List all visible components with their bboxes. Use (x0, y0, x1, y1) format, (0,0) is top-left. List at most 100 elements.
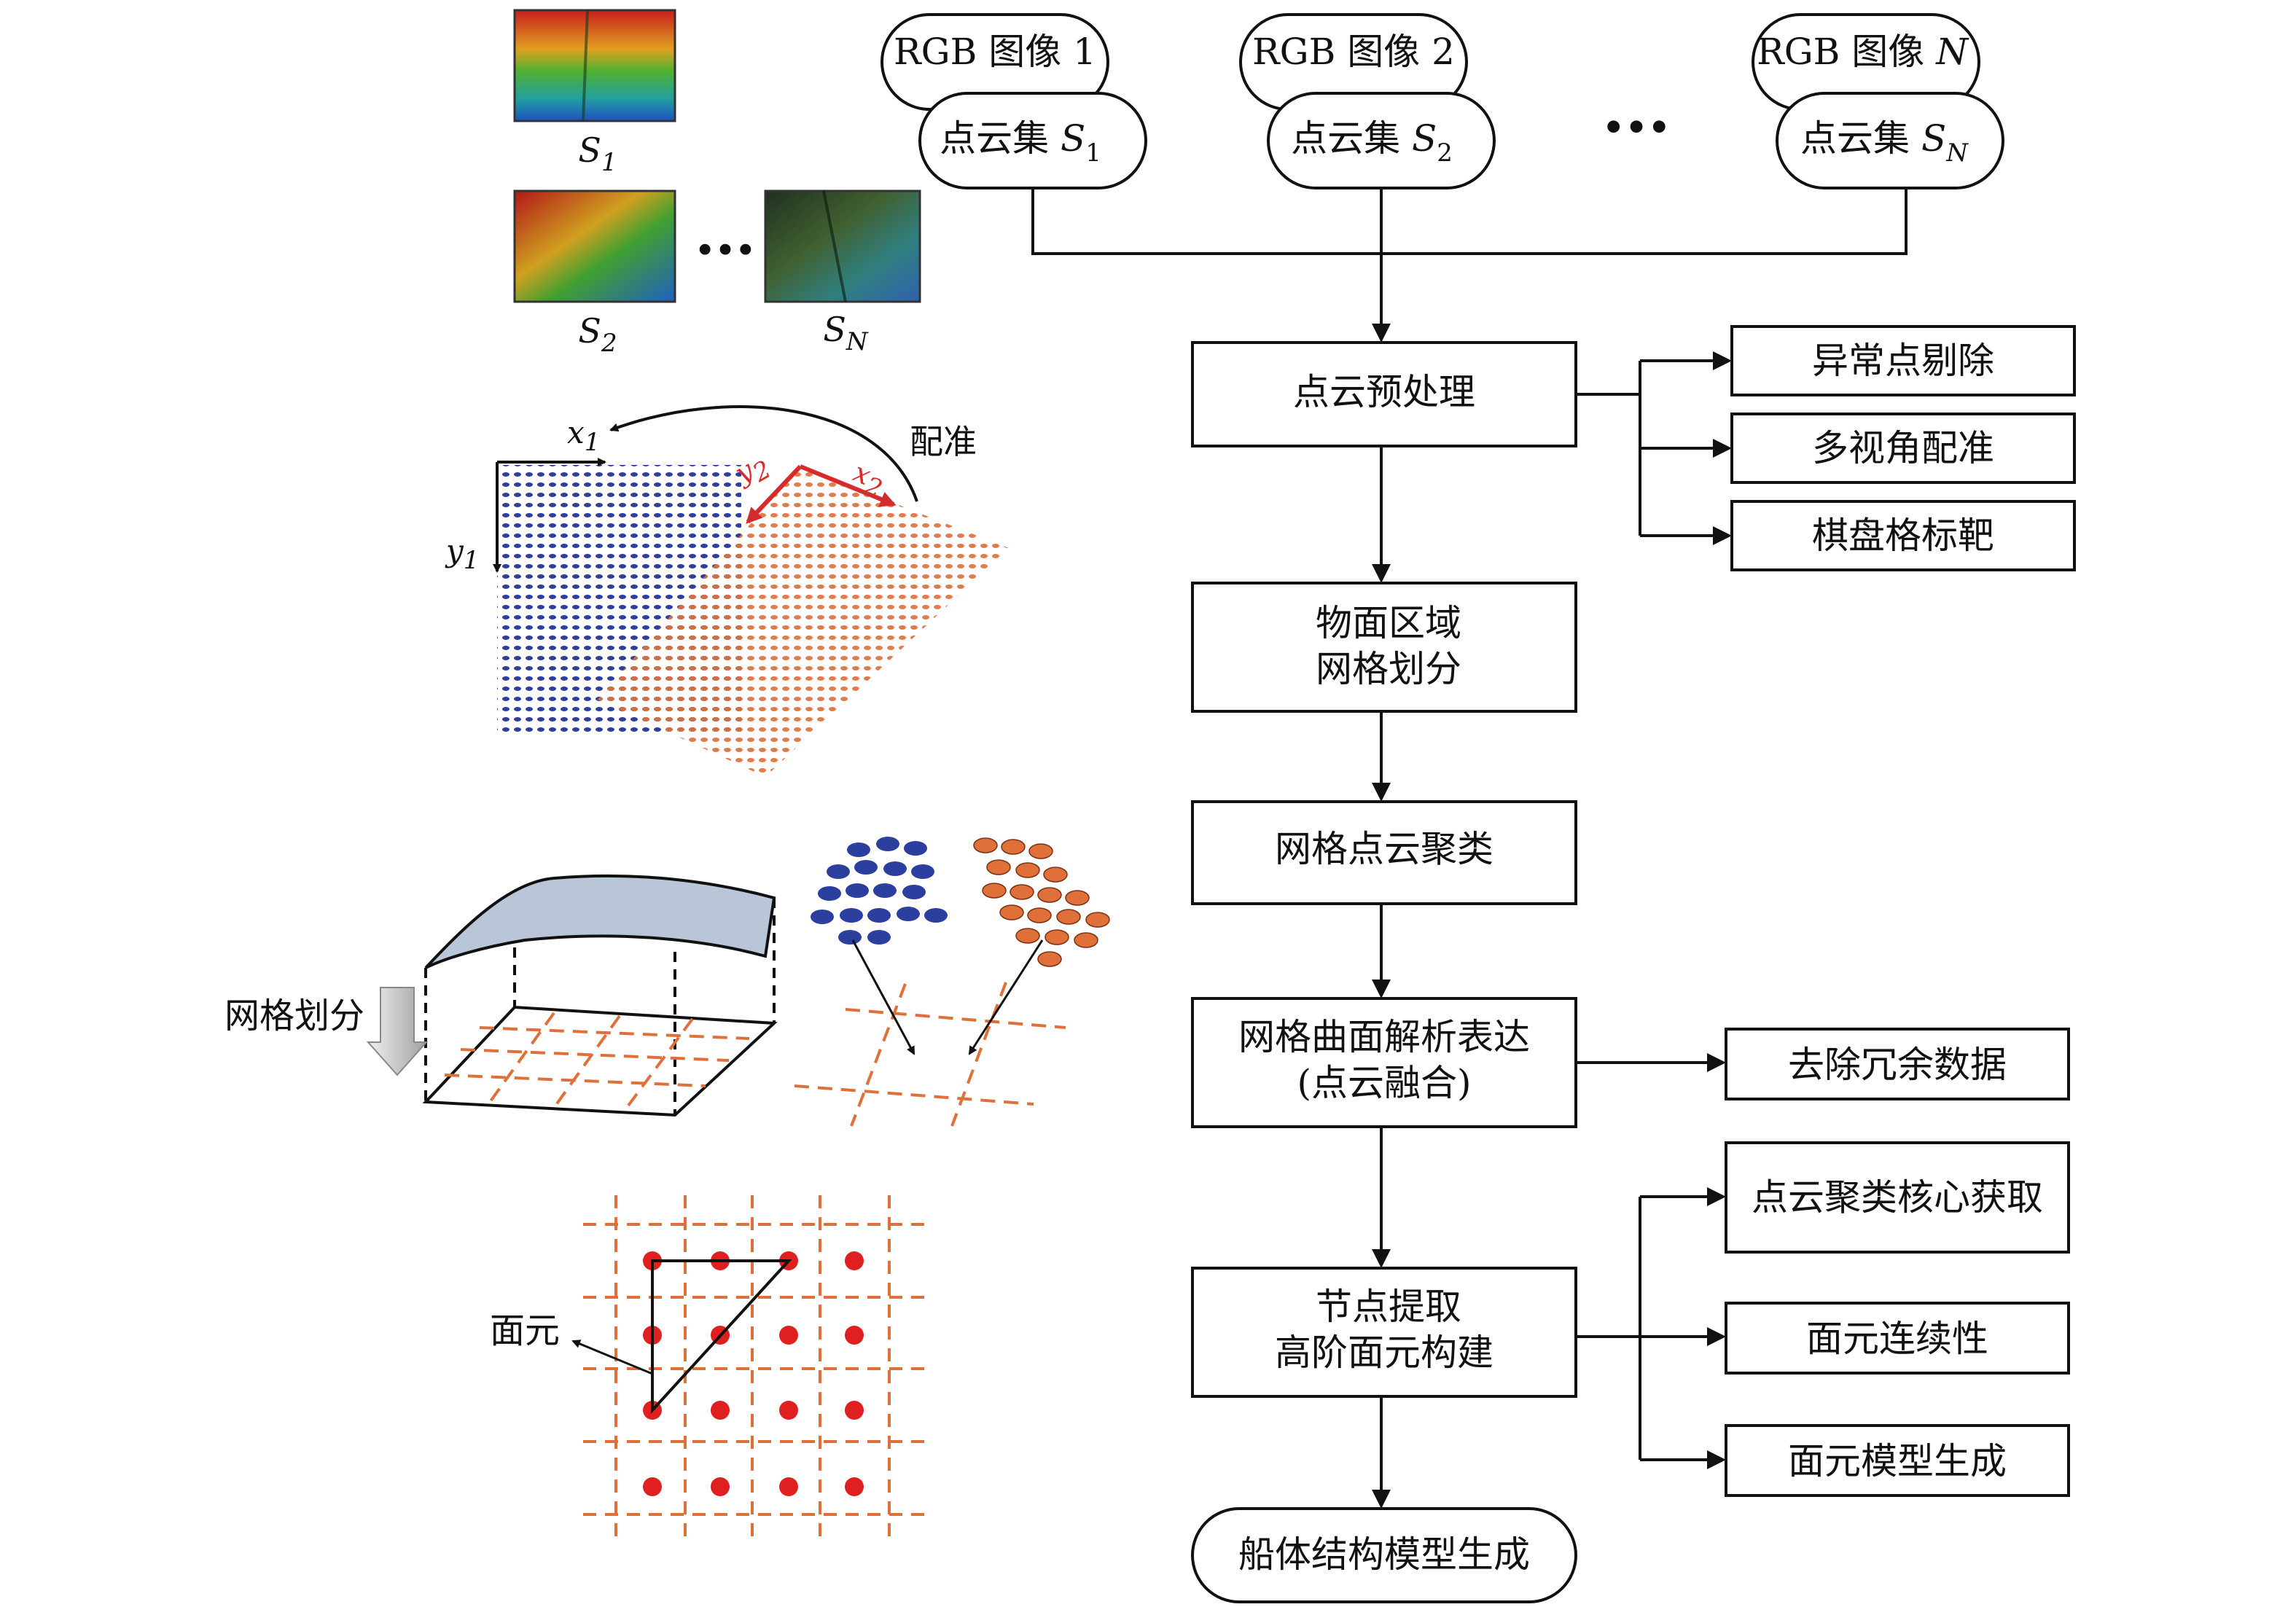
orange-point (1010, 884, 1034, 900)
mesh-division-label: 网格划分 (224, 996, 364, 1036)
rgb-image-1-label: RGB 图像 1 (894, 31, 1096, 73)
merge-connectors (1031, 188, 1908, 343)
clustering-illustration (794, 837, 1110, 1127)
label-s2: S2 (578, 311, 617, 358)
orange-point (1085, 912, 1110, 928)
step-node-element-line2: 高阶面元构建 (1275, 1332, 1493, 1374)
blue-cluster (811, 837, 948, 945)
step-mesh-division-line2: 网格划分 (1316, 648, 1461, 690)
blue-point (883, 861, 907, 876)
surface-element-triangle (651, 1259, 792, 1415)
orange-point (1015, 928, 1040, 944)
point-cloud-set-1-label: 点云集 S1 (940, 117, 1101, 168)
grid-node (845, 1251, 864, 1270)
blue-point (840, 908, 863, 923)
orange-point (1043, 867, 1068, 883)
surface-element-label: 面元 (490, 1310, 560, 1351)
cluster-core-label: 点云聚类核心获取 (1752, 1176, 2043, 1219)
grid-node (711, 1477, 730, 1496)
step-grid-clustering-box (1191, 800, 1577, 905)
blue-point (867, 930, 891, 945)
orange-point (1037, 951, 1062, 967)
step-grid-clustering-label: 网格点云聚类 (1275, 828, 1493, 870)
orange-point (1028, 843, 1053, 859)
point-cloud-s1-image (513, 9, 676, 122)
grid-node (779, 1401, 798, 1420)
orange-point (1056, 909, 1081, 925)
curved-surface (424, 874, 776, 969)
outlier-removal-box (1730, 325, 2076, 396)
blue-point (847, 842, 870, 857)
blue-point (811, 910, 834, 924)
thumbnails-ellipsis: ··· (695, 215, 756, 284)
registration-label: 配准 (910, 422, 977, 461)
blue-point (873, 883, 897, 898)
orange-point (1074, 932, 1098, 948)
blue-point (902, 885, 926, 899)
orange-point (1027, 907, 1052, 923)
blue-point (846, 883, 869, 898)
point-cloud-s2-image (513, 189, 676, 303)
element-continuity-box (1725, 1302, 2070, 1375)
grid-node (711, 1401, 730, 1420)
input-image-2: RGB 图像 2 点云集 S2 (1239, 13, 1496, 189)
rgb-image-n-label: RGB 图像 N (1757, 31, 1969, 73)
orange-point (1065, 890, 1090, 906)
mesh-down-arrow-icon (366, 987, 429, 1076)
orange-point (982, 883, 1007, 899)
axis-y1-label: y1 (445, 533, 479, 575)
element-continuity-label: 面元连续性 (1806, 1318, 1988, 1360)
orange-point (986, 859, 1011, 875)
orange-point-grid (598, 466, 1009, 777)
element-grid-illustration: 面元 (490, 1195, 929, 1538)
input-image-1: RGB 图像 1 点云集 S1 (880, 13, 1147, 189)
inputs-ellipsis: ··· (1602, 88, 1671, 165)
final-hull-model-label: 船体结构模型生成 (1238, 1533, 1530, 1576)
grid-node (779, 1477, 798, 1496)
blue-point (897, 907, 920, 921)
orange-point (973, 837, 998, 853)
point-cloud-set-n-label: 点云集 SN (1800, 117, 1969, 168)
input-image-n: RGB 图像 N 点云集 SN (1752, 13, 2004, 189)
orange-point (1044, 929, 1069, 945)
outlier-removal-label: 异常点剔除 (1812, 340, 1994, 382)
step-node-element-box (1191, 1267, 1577, 1398)
step-mesh-division-line1: 物面区域 (1316, 602, 1461, 644)
mesh-division-illustration: 网格划分 (224, 874, 778, 1117)
step-preprocess-box (1191, 341, 1577, 447)
blue-point (904, 841, 927, 856)
step-preprocess-label: 点云预处理 (1293, 371, 1475, 413)
orange-point (1037, 887, 1062, 903)
step-mesh-division-box (1191, 582, 1577, 713)
point-cloud-set-2-label: 点云集 S2 (1291, 117, 1453, 168)
element-model-box (1725, 1424, 2070, 1497)
orange-point (1001, 839, 1026, 855)
element-model-label: 面元模型生成 (1788, 1440, 2007, 1482)
grid-node (643, 1477, 662, 1496)
blue-point (876, 837, 899, 851)
rgb-image-2-label: RGB 图像 2 (1252, 31, 1455, 73)
orange-point (1015, 862, 1040, 878)
grid-node (845, 1477, 864, 1496)
blue-point (867, 908, 891, 923)
blue-point (854, 860, 878, 875)
blue-point (924, 908, 948, 923)
checkerboard-target-label: 棋盘格标靶 (1812, 515, 1994, 557)
node-branches (1576, 1187, 1726, 1469)
step-surface-fusion-box (1191, 997, 1577, 1128)
orange-point (999, 904, 1024, 920)
axis-x1-label: x1 (567, 415, 600, 457)
registration-illustration: x1 y1 x2 y2 配准 (445, 405, 1009, 777)
grid-node (779, 1326, 798, 1345)
checkerboard-target-box (1730, 500, 2076, 571)
remove-redundant-box (1725, 1028, 2070, 1100)
grid-node (845, 1401, 864, 1420)
label-sn: SN (823, 310, 869, 356)
blue-point (827, 864, 850, 879)
blue-point (818, 886, 841, 901)
step-node-element-line1: 节点提取 (1316, 1286, 1461, 1328)
multi-view-registration-label: 多视角配准 (1812, 427, 1994, 469)
step-surface-fusion-line1: 网格曲面解析表达 (1238, 1016, 1530, 1058)
label-s1: S1 (578, 130, 617, 177)
